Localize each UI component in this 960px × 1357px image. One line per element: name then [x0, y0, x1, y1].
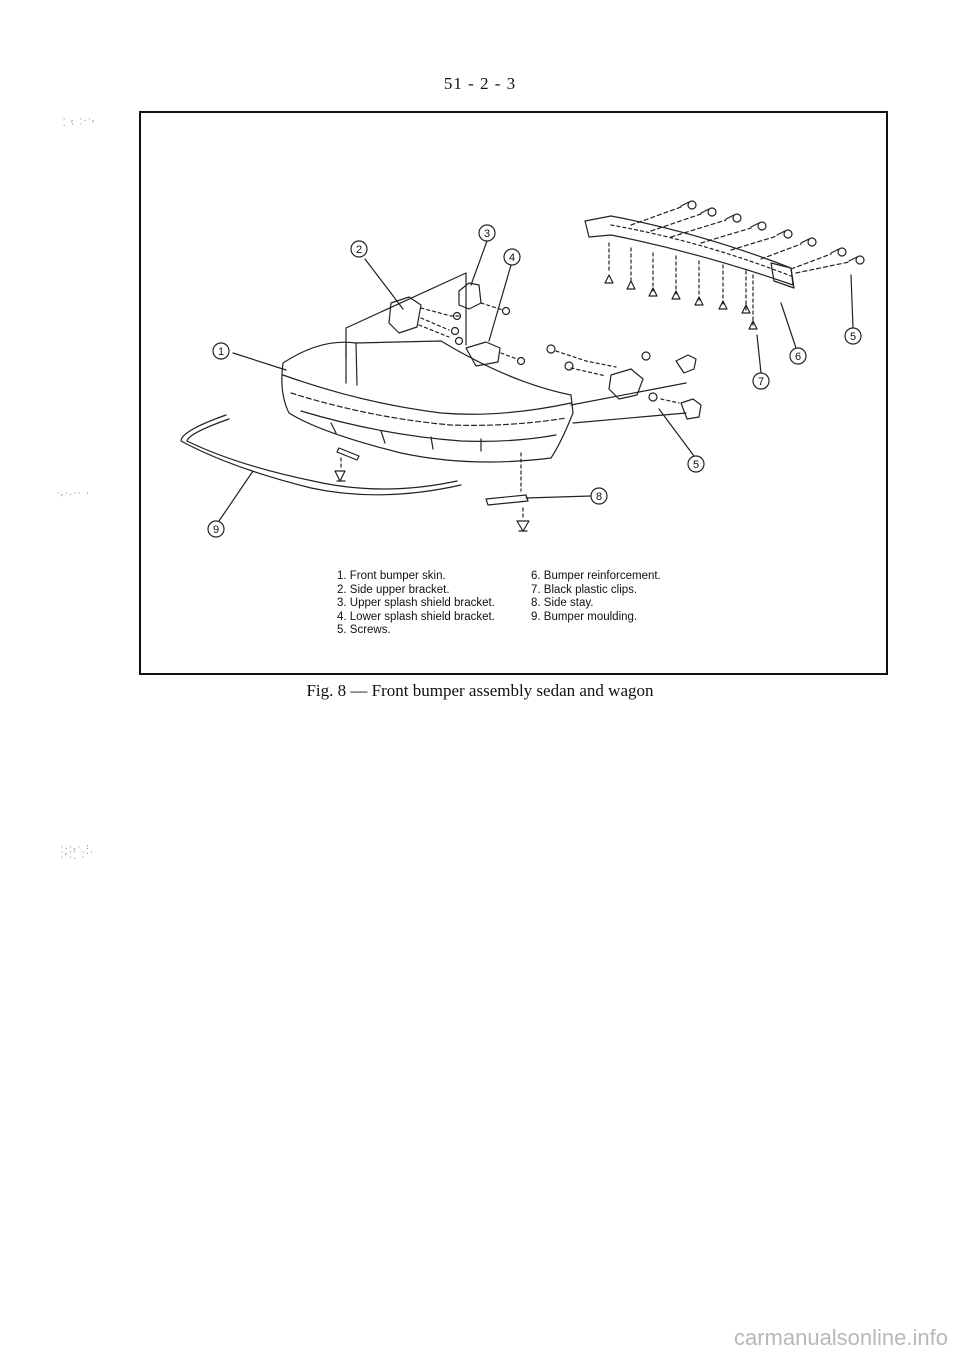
legend-right: 6. Bumper reinforcement. 7. Black plasti…	[531, 570, 661, 624]
scan-noise: · , ·.·,. · ·	[62, 116, 96, 129]
legend-item: 6. Bumper reinforcement.	[531, 570, 661, 582]
callout-label-5b: 5	[693, 459, 699, 471]
side-upper-bracket	[388, 296, 422, 334]
callout-4: 4	[503, 248, 521, 266]
callout-5-right: 5	[844, 327, 862, 345]
figure-caption: Fig. 8 — Front bumper assembly sedan and…	[306, 681, 654, 700]
callout-8: 8	[590, 487, 608, 505]
legend-item: 8. Side stay.	[531, 597, 594, 610]
figure-frame: 1 2 3 4 5 6 7 5 8 9 1. Front bumper skin…	[139, 111, 888, 675]
callout-label-2: 2	[356, 244, 362, 256]
legend-item: 4. Lower splash shield bracket.	[337, 610, 495, 623]
callout-7: 7	[752, 372, 770, 390]
callout-6: 6	[789, 347, 807, 365]
side-stay	[485, 494, 529, 506]
watermark: carmanualsonline.info	[733, 1325, 948, 1350]
page-number: 51 - 2 - 3	[443, 74, 517, 93]
legend-left: 1. Front bumper skin. 2. Side upper brac…	[337, 570, 495, 638]
bumper-moulding	[180, 414, 462, 496]
callout-label-8: 8	[596, 491, 602, 503]
bumper-exploded-diagram: 1 2 3 4 5 6 7 5 8 9	[180, 200, 865, 538]
callout-9: 9	[207, 520, 225, 538]
legend-item: 5. Screws.	[337, 624, 391, 637]
scan-noise: ·.·,· :·,·· ·.· · ·. ·	[60, 844, 94, 862]
callout-label-7: 7	[758, 376, 764, 388]
callout-1: 1	[212, 342, 230, 360]
legend-item: 7. Black plastic clips.	[531, 583, 638, 596]
callout-label-3: 3	[484, 228, 490, 240]
legend-item: 2. Side upper bracket.	[337, 583, 450, 596]
scan-noise: ·,·.·· ·	[56, 490, 90, 498]
front-bumper-skin	[281, 340, 574, 463]
callout-label-9: 9	[213, 524, 219, 536]
callout-2: 2	[350, 240, 368, 258]
callout-label-1: 1	[218, 346, 224, 358]
callout-3: 3	[478, 224, 496, 242]
bumper-reinforcement	[584, 215, 794, 286]
legend-item: 9. Bumper moulding.	[531, 610, 638, 623]
legend-item: 1. Front bumper skin.	[337, 570, 446, 582]
callout-label-6: 6	[795, 351, 801, 363]
callout-label-4: 4	[509, 252, 515, 264]
plastic-clips	[604, 242, 758, 330]
callout-label-5a: 5	[850, 331, 856, 343]
upper-splash-shield-bracket	[458, 282, 482, 310]
lower-splash-shield-bracket	[465, 341, 501, 367]
legend-item: 3. Upper splash shield bracket.	[337, 597, 495, 610]
beam-screws	[630, 200, 865, 274]
callout-5-lower: 5	[687, 455, 705, 473]
